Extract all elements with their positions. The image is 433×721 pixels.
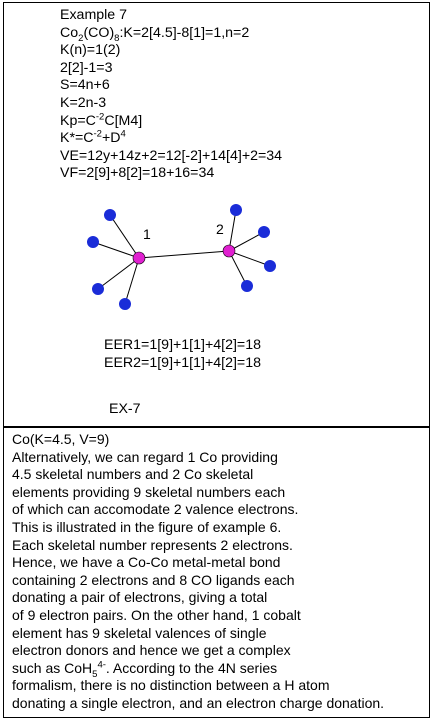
paragraph-line: such as CoH54-. According to the 4N seri… xyxy=(12,659,278,680)
formula-line: 2[2]-1=3 xyxy=(60,59,113,76)
eer-line-2: EER2=1[9]+1[1]+4[2]=18 xyxy=(104,354,261,371)
paragraph-line: formalism, there is no distinction betwe… xyxy=(12,677,330,694)
node-label-2: 2 xyxy=(216,221,224,237)
formula-line: S=4n+6 xyxy=(60,77,110,94)
paragraph-line: Hence, we have a Co-Co metal-metal bond xyxy=(12,554,281,571)
explanation-panel xyxy=(3,427,430,718)
paragraph-line: donating a single electron, and an elect… xyxy=(12,694,385,711)
formula-line: Example 7 xyxy=(60,7,128,23)
co-ligand-node xyxy=(87,236,99,248)
paragraph-line: donating a pair of electrons, giving a t… xyxy=(12,589,268,606)
co-ligand-node xyxy=(258,226,270,238)
formula-list: Example 7 Co2(CO)8:K=2[4.5]-8[1]=1,n=2 K… xyxy=(60,7,282,183)
formula-line: K(n)=1(2) xyxy=(60,42,121,59)
figure-caption: EX-7 xyxy=(109,401,141,417)
paragraph-line: of which can accomodate 2 valence electr… xyxy=(12,501,299,518)
paragraph-line: This is illustrated in the figure of exa… xyxy=(12,518,282,535)
cobalt-node-1 xyxy=(132,251,146,265)
co-ligand-node xyxy=(230,204,242,216)
co-ligand-node xyxy=(104,209,116,221)
paragraph-line: containing 2 electrons and 8 CO ligands … xyxy=(12,571,295,588)
node-label-1: 1 xyxy=(143,226,151,242)
paragraph-line: 4.5 skeletal numbers and 2 Co skeletal xyxy=(12,466,254,483)
paragraph-line: electron donors and hence we get a compl… xyxy=(12,642,291,659)
example-panel xyxy=(3,2,430,427)
paragraph-line: Co(K=4.5, V=9) xyxy=(12,431,110,447)
co-ligand-node xyxy=(241,280,253,292)
paragraph-line: of 9 electron pairs. On the other hand, … xyxy=(12,606,301,623)
formula-line: VF=2[9]+8[2]=18+16=34 xyxy=(60,165,215,182)
cluster-diagram: 1 2 xyxy=(87,204,276,310)
co-ligand-node xyxy=(119,298,131,310)
paragraph-line: element has 9 skeletal valences of singl… xyxy=(12,624,267,641)
paragraph-line: elements providing 9 skeletal numbers ea… xyxy=(12,483,286,500)
bonds xyxy=(92,209,271,305)
co-ligand-node xyxy=(264,260,276,272)
cobalt-node-2 xyxy=(222,244,236,258)
formula-line: K=2n-3 xyxy=(60,94,107,111)
formula-line: K*=C-2+D4 xyxy=(60,128,126,147)
paragraph-line: Alternatively, we can regard 1 Co provid… xyxy=(12,448,278,465)
formula-line: Kp=C-2C[M4] xyxy=(60,110,143,129)
paragraph-line: Each skeletal number represents 2 electr… xyxy=(12,536,293,553)
eer-line-1: EER1=1[9]+1[1]+4[2]=18 xyxy=(104,337,261,353)
formula-line: VE=12y+14z+2=12[-2]+14[4]+2=34 xyxy=(60,147,283,164)
formula-line: Co2(CO)8:K=2[4.5]-8[1]=1,n=2 xyxy=(60,24,250,44)
eer-block: EER1=1[9]+1[1]+4[2]=18 EER2=1[9]+1[1]+4[… xyxy=(104,337,261,372)
explanation-paragraph: Co(K=4.5, V=9) Alternatively, we can reg… xyxy=(12,431,424,713)
co-ligand-node xyxy=(92,283,104,295)
